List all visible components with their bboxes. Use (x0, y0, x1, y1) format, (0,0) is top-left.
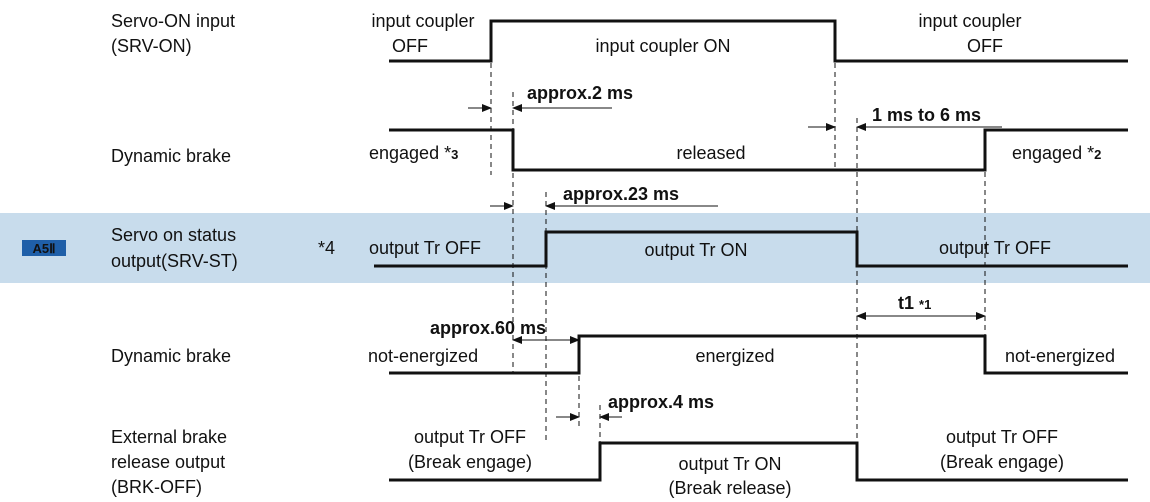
srv-on-waveform (389, 19, 1128, 63)
timing-1to6: 1 ms to 6 ms (872, 105, 981, 125)
srv-st-name-line1: Servo on status (111, 225, 236, 245)
dyn-brake-2-name: Dynamic brake (111, 346, 231, 366)
dyn-brake-1-name: Dynamic brake (111, 146, 231, 166)
timing-t1: t1 *1 (898, 293, 931, 313)
srv-on-right-line2: OFF (967, 36, 1003, 56)
srv-on-left-line1: input coupler (371, 11, 474, 31)
brk-off-name-line1: External brake (111, 427, 227, 447)
timing-4ms: approx.4 ms (608, 392, 714, 412)
srv-on-name-line1: Servo-ON input (111, 11, 235, 31)
brk-off-middle-line2: (Break release) (668, 478, 791, 498)
srv-st-waveform (374, 230, 1128, 268)
badge (22, 240, 66, 256)
dyn-brake-2-right: not-energized (1005, 346, 1115, 366)
brk-off-name-line3: (BRK-OFF) (111, 477, 202, 497)
dyn-brake-2-left: not-energized (368, 346, 478, 366)
srv-on-name-line2: (SRV-ON) (111, 36, 192, 56)
timing-60ms: approx.60 ms (430, 318, 546, 338)
brk-off-left-line2: (Break engage) (408, 452, 532, 472)
brk-off-name-line2: release output (111, 452, 225, 472)
srv-st-name-line2: output(SRV-ST) (111, 251, 238, 271)
badge-label: A5Ⅱ (32, 241, 55, 256)
srv-on-left-line2: OFF (392, 36, 428, 56)
timing-23ms: approx.23 ms (563, 184, 679, 204)
brk-off-right-line2: (Break engage) (940, 452, 1064, 472)
dyn-brake-1-middle: released (676, 143, 745, 163)
srv-st-middle: output Tr ON (644, 240, 747, 260)
brk-off-waveform (389, 441, 1128, 482)
dyn-brake-2-middle: energized (695, 346, 774, 366)
dyn-brake-1-waveform (389, 128, 1128, 172)
srv-on-middle: input coupler ON (595, 36, 730, 56)
dyn-brake-1-left: engaged *3 (369, 143, 458, 163)
brk-off-left-line1: output Tr OFF (414, 427, 526, 447)
srv-st-right: output Tr OFF (939, 238, 1051, 258)
brk-off-middle-line1: output Tr ON (678, 454, 781, 474)
srv-on-right-line1: input coupler (918, 11, 1021, 31)
dyn-brake-1-right: engaged *2 (1012, 143, 1101, 163)
brk-off-right-line1: output Tr OFF (946, 427, 1058, 447)
timing-2ms: approx.2 ms (527, 83, 633, 103)
highlight-band (0, 213, 1150, 283)
srv-st-note: *4 (318, 238, 335, 258)
dyn-brake-2-waveform (389, 334, 1128, 375)
srv-st-left: output Tr OFF (369, 238, 481, 258)
